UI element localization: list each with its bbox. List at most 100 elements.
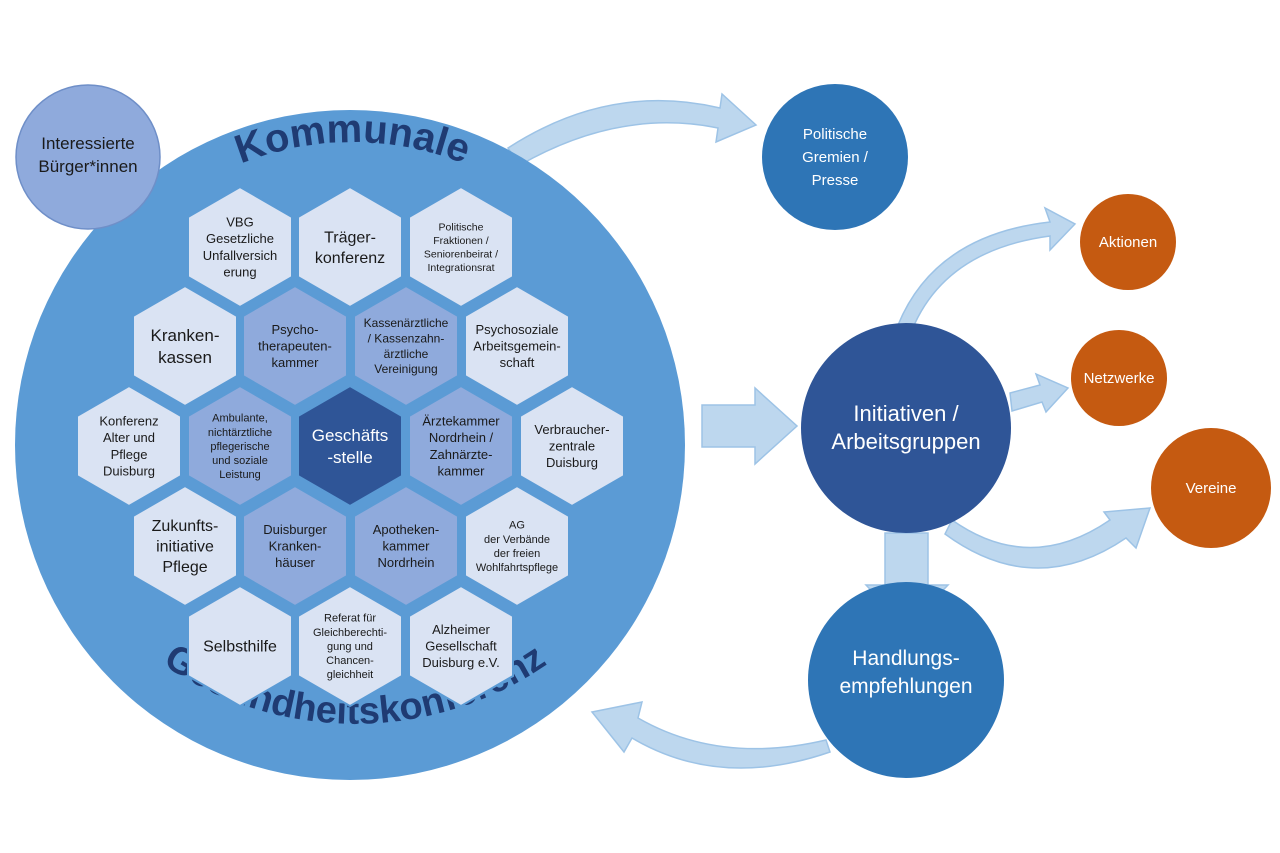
hexagon-kassenaerztliche	[353, 284, 459, 408]
hexagon-vbg-line: erung	[223, 265, 256, 280]
arrow-to-aktionen	[897, 206, 1077, 331]
hexagon-apothekenkammer	[353, 484, 459, 608]
hexagon-krankenkassen-line: kassen	[158, 348, 212, 367]
hexagon-aerztekammer	[408, 384, 514, 508]
hexagon-konferenz-alter-line: Alter und	[103, 430, 155, 445]
hexagon-alzheimer-line: Gesellschaft	[425, 639, 497, 654]
vereine-circle	[1151, 428, 1271, 548]
gremien-label-3: Presse	[812, 172, 859, 189]
hexagon-konferenz-alter-line: Konferenz	[99, 414, 158, 429]
arrow-to-initiativen	[701, 386, 799, 466]
hexagon-ambulante	[187, 384, 293, 508]
hexagon-vbg-line: VBG	[226, 215, 253, 230]
hexagon-zukunftsinitiative-line: initiative	[156, 539, 214, 556]
handlungsempfehlungen-circle	[808, 582, 1004, 778]
hexagon-konferenz-alter-line: Duisburg	[103, 464, 155, 479]
politische-gremien-circle	[762, 84, 908, 230]
hexagon-referat-line: gleichheit	[327, 669, 373, 681]
hexagon-verbraucherzentrale-line: zentrale	[549, 439, 595, 454]
hexagon-geschaeftsstelle-line: Geschäfts	[312, 426, 389, 445]
hexagon-krankenhaeuser-line: Kranken-	[269, 539, 322, 554]
hexagon-krankenhaeuser	[242, 484, 348, 608]
aktionen-circle	[1080, 194, 1176, 290]
hexagon-vbg	[187, 185, 293, 309]
aktionen-label: Aktionen	[1099, 234, 1157, 251]
arrow-to-gremien	[506, 92, 758, 166]
hexagon-aerztekammer-line: Nordrhein /	[429, 430, 494, 445]
initiativen-label-1: Initiativen /	[853, 401, 959, 426]
hexagon-traeger-line: Träger-	[324, 229, 376, 246]
hexagon-psychosoziale	[464, 284, 570, 408]
hexagon-geschaeftsstelle	[297, 384, 403, 508]
hexagon-politische-fraktionen-line: Integrationsrat	[427, 262, 494, 274]
vereine-label: Vereine	[1186, 480, 1237, 497]
hexagon-psychotherapeuten-line: therapeuten-	[258, 339, 332, 354]
hexagon-psychosoziale-line: schaft	[500, 355, 535, 370]
hexagon-aerztekammer-line: Ärztekammer	[422, 414, 500, 429]
hexagon-traeger	[297, 185, 403, 309]
hexagon-ag-verbaende-line: der freien	[494, 548, 540, 560]
handlungsempfehlungen-label-1: Handlungs-	[852, 647, 959, 670]
hexagon-aerztekammer-line: Zahnärzte-	[430, 447, 493, 462]
hexagon-ag-verbaende-line: Wohlfahrtspflege	[476, 562, 558, 574]
hexagon-politische-fraktionen	[408, 185, 514, 309]
hexagon-ag-verbaende-line: der Verbände	[484, 534, 550, 546]
arrow-back-to-konferenz	[590, 701, 831, 769]
citizens-label-1: Interessierte	[41, 134, 135, 153]
hexagon-vbg-line: Unfallversich	[203, 248, 277, 263]
hexagon-referat	[297, 584, 403, 708]
hexagon-politische-fraktionen-line: Seniorenbeirat /	[424, 248, 498, 260]
hexagon-krankenkassen	[132, 284, 238, 408]
hexagon-ag-verbaende-line: AG	[509, 520, 525, 532]
hexagon-referat-line: gung und	[327, 641, 373, 653]
hexagon-krankenhaeuser-line: häuser	[275, 555, 315, 570]
hexagon-psychosoziale-line: Psychosoziale	[475, 322, 558, 337]
hexagon-ag-verbaende	[464, 484, 570, 608]
hexagon-politische-fraktionen-line: Fraktionen /	[433, 235, 489, 247]
hexagon-selbsthilfe-line: Selbsthilfe	[203, 639, 277, 656]
hexagon-krankenhaeuser-line: Duisburger	[263, 522, 327, 537]
gremien-label-1: Politische	[803, 126, 867, 143]
hexagon-zukunftsinitiative-line: Zukunfts-	[152, 518, 219, 535]
hexagon-ambulante-line: pflegerische	[210, 441, 269, 453]
netzwerke-label: Netzwerke	[1084, 370, 1155, 387]
hexagon-kassenaerztliche-line: ärztliche	[384, 347, 429, 361]
hexagon-referat-line: Chancen-	[326, 655, 374, 667]
hexagon-zukunftsinitiative	[132, 484, 238, 608]
hexagon-referat-line: Gleichberechti-	[313, 627, 387, 639]
arrow-to-vereine	[944, 507, 1152, 569]
hexagon-krankenkassen-line: Kranken-	[151, 326, 220, 345]
hexagon-apothekenkammer-line: Nordrhein	[377, 555, 434, 570]
hexagon-referat-line: Referat für	[324, 613, 376, 625]
hexagon-psychotherapeuten-line: kammer	[272, 355, 320, 370]
hexagon-apothekenkammer-line: kammer	[383, 539, 431, 554]
hexagon-geschaeftsstelle-line: -stelle	[327, 448, 372, 467]
hexagon-aerztekammer-line: kammer	[438, 464, 486, 479]
hexagon-ambulante-line: Leistung	[219, 469, 261, 481]
hexagon-traeger-line: konferenz	[315, 250, 385, 267]
hexagon-konferenz-alter-line: Pflege	[111, 447, 148, 462]
citizens-circle	[15, 84, 161, 230]
hexagon-psychotherapeuten	[242, 284, 348, 408]
gremien-label-2: Gremien /	[802, 149, 869, 166]
hexagon-zukunftsinitiative-line: Pflege	[162, 559, 207, 576]
hexagon-apothekenkammer-line: Apotheken-	[373, 522, 440, 537]
hexagon-alzheimer	[408, 584, 514, 708]
netzwerke-circle	[1071, 330, 1167, 426]
hexagon-psychosoziale-line: Arbeitsgemein-	[473, 339, 560, 354]
hexagon-alzheimer-line: Duisburg e.V.	[422, 655, 500, 670]
hexagon-kassenaerztliche-line: Vereinigung	[374, 362, 437, 376]
hexagon-ambulante-line: nichtärztliche	[208, 427, 272, 439]
hexagon-psychotherapeuten-line: Psycho-	[272, 322, 319, 337]
arrow-to-netzwerke	[1009, 372, 1070, 414]
hexagon-vbg-line: Gesetzliche	[206, 231, 274, 246]
handlungsempfehlungen-label-2: empfehlungen	[839, 675, 972, 698]
hexagon-verbraucherzentrale-line: Verbraucher-	[534, 422, 609, 437]
hexagon-kassenaerztliche-line: / Kassenzahn-	[368, 332, 445, 346]
citizens-label-2: Bürger*innen	[38, 157, 137, 176]
hexagon-verbraucherzentrale-line: Duisburg	[546, 455, 598, 470]
hexagon-konferenz-alter	[76, 384, 182, 508]
hexagon-alzheimer-line: Alzheimer	[432, 622, 490, 637]
